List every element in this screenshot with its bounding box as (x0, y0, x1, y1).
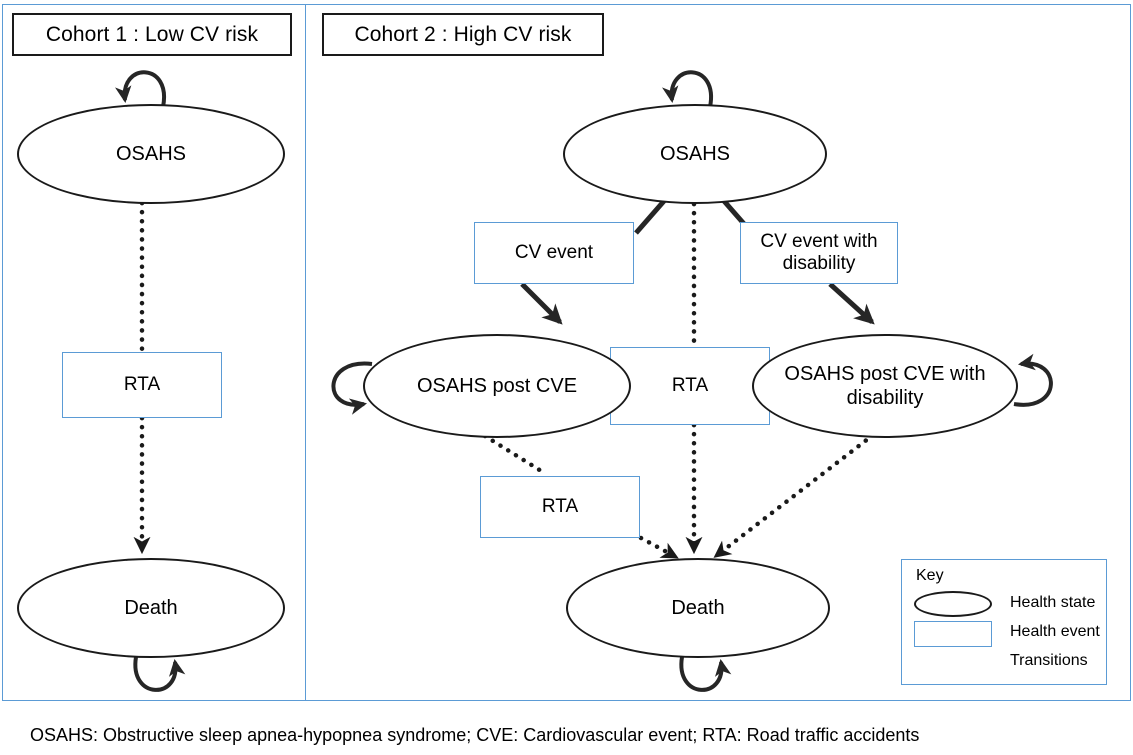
key-item-label: Health event (1010, 623, 1100, 640)
cohort-1-header: Cohort 1 : Low CV risk (12, 13, 292, 56)
event-label: RTA (123, 373, 161, 395)
ellipse-icon (914, 591, 992, 617)
event-rta-cohort-2-middle: RTA (610, 347, 770, 425)
event-rta-cohort-1: RTA (62, 352, 222, 418)
key-legend: Key Health state Health event Transition… (901, 559, 1107, 685)
event-rta-cohort-2-lower: RTA (480, 476, 640, 538)
state-death-cohort-2: Death (566, 558, 830, 658)
event-cv-event: CV event (474, 222, 634, 284)
state-label: Death (124, 597, 178, 619)
state-label: OSAHS post CVE with disability (784, 363, 986, 409)
key-item-transitions: Transitions (914, 649, 1098, 677)
key-item-health-state: Health state (914, 591, 1098, 619)
state-label: OSAHS (659, 143, 731, 165)
state-label: OSAHS post CVE (416, 375, 578, 397)
state-osahs-cohort-2: OSAHS (563, 104, 827, 204)
key-item-health-event: Health event (914, 620, 1100, 648)
event-cv-event-with-disability: CV event with disability (740, 222, 898, 284)
event-label: RTA (671, 374, 709, 396)
state-label: Death (671, 597, 725, 619)
cohort-1-header-label: Cohort 1 : Low CV risk (45, 22, 259, 46)
state-osahs-post-cve: OSAHS post CVE (363, 334, 631, 438)
key-item-label: Health state (1010, 594, 1096, 611)
event-label: CV event with disability (760, 230, 878, 274)
state-label: OSAHS (115, 143, 187, 165)
event-label: CV event (514, 241, 594, 263)
cohort-2-header-label: Cohort 2 : High CV risk (354, 22, 572, 46)
state-osahs-post-cve-with-disability: OSAHS post CVE with disability (752, 334, 1018, 438)
event-label: RTA (541, 495, 579, 517)
state-osahs-cohort-1: OSAHS (17, 104, 285, 204)
figure-caption: OSAHS: Obstructive sleep apnea-hypopnea … (30, 725, 920, 745)
key-title: Key (916, 567, 944, 584)
cohort-2-header: Cohort 2 : High CV risk (322, 13, 604, 56)
rectangle-icon (914, 621, 992, 647)
state-death-cohort-1: Death (17, 558, 285, 658)
key-item-label: Transitions (1010, 652, 1088, 669)
